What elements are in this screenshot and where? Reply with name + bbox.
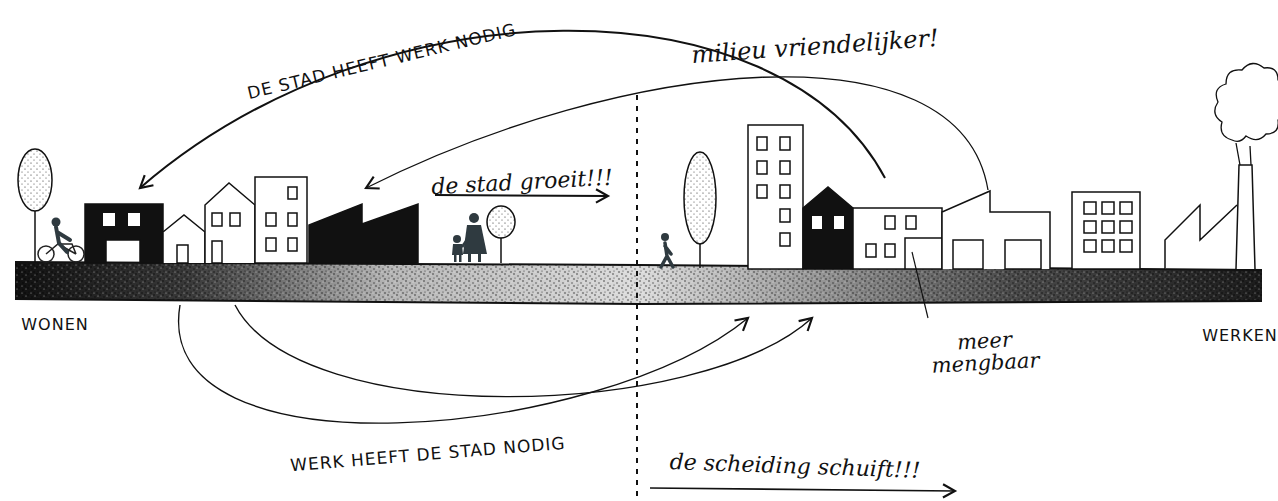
working-side-buildings-part: [699, 244, 701, 268]
living-side-buildings-part: [487, 206, 515, 238]
factory-smoke-part: [1236, 143, 1251, 165]
parent-child-figures: [452, 213, 487, 262]
flow-arrows: [140, 31, 988, 491]
working-side-buildings-part: [885, 216, 895, 229]
walking-figure-part: [661, 243, 673, 267]
flow-arrows-part: [235, 305, 812, 397]
working-side-buildings-part: [780, 185, 790, 198]
working-side-buildings-part: [834, 216, 844, 229]
leader-line: [912, 252, 928, 318]
living-side-buildings-part: [34, 211, 36, 262]
working-side-buildings-part: [1084, 202, 1096, 214]
annotation-label: WERKEN: [1202, 328, 1278, 345]
working-side-buildings-part: [953, 240, 983, 269]
working-side-buildings-part: [780, 209, 790, 222]
living-side-buildings-part: [500, 238, 502, 263]
working-side-buildings-part: [780, 137, 790, 150]
living-side-buildings-part: [309, 204, 418, 263]
living-side-buildings-part: [103, 213, 115, 226]
working-side-buildings-part: [1102, 240, 1114, 252]
living-side-buildings: [18, 149, 515, 263]
parent-child-figures-part: [461, 236, 470, 248]
living-side-buildings-part: [288, 187, 297, 199]
living-side-buildings-part: [205, 183, 255, 263]
working-side-buildings-part: [1084, 221, 1096, 233]
working-side-buildings-part: [803, 187, 853, 269]
annotation-label: DE STAD HEEFT WERK NODIG: [246, 21, 519, 103]
working-side-buildings-part: [1102, 221, 1114, 233]
working-side-buildings-part: [780, 233, 790, 246]
working-side-buildings-part: [885, 244, 895, 257]
working-side-buildings-part: [1072, 192, 1140, 269]
parent-child-figures-part: [453, 235, 461, 243]
working-side-buildings-part: [757, 161, 767, 174]
walking-figure: [661, 233, 673, 267]
divider-dashed-line-part: [636, 95, 638, 498]
parent-child-figures-part: [454, 254, 457, 262]
annotation-label: WONEN: [21, 317, 88, 334]
working-side-buildings-part: [1120, 202, 1132, 214]
cyclist-figure-part: [56, 227, 70, 252]
living-side-buildings-part: [177, 245, 188, 263]
living-side-buildings-part: [288, 238, 297, 251]
annotation-label: de scheiding schuift!!!: [669, 450, 920, 482]
working-side-buildings: [661, 63, 1278, 318]
working-side-buildings-part: [684, 152, 716, 244]
divider-dashed-line: [637, 95, 638, 498]
living-side-buildings-part: [266, 238, 276, 251]
working-side-buildings-part: [1165, 205, 1237, 269]
working-side-buildings-part: [853, 208, 942, 269]
parent-child-figures-part: [478, 253, 481, 262]
parent-child-figures-part: [468, 253, 471, 262]
working-side-buildings-part: [906, 216, 916, 229]
working-side-buildings-part: [748, 125, 803, 269]
cyclist-figure: [38, 218, 84, 263]
annotation-label: de stad groeit!!!: [431, 166, 614, 199]
living-side-buildings-part: [128, 213, 140, 226]
annotation-label: WERK HEEFT DE STAD NODIG: [290, 435, 567, 475]
working-side-buildings-part: [1102, 202, 1114, 214]
factory-smoke: [1215, 63, 1278, 165]
working-side-buildings-part: [757, 185, 767, 198]
flow-arrows-part: [650, 488, 955, 491]
living-side-buildings-part: [18, 149, 52, 211]
working-side-buildings-part: [812, 216, 822, 229]
working-side-buildings-part: [866, 244, 876, 257]
working-side-buildings-part: [1084, 240, 1096, 252]
living-side-buildings-part: [85, 204, 163, 263]
living-side-buildings-part: [212, 213, 222, 226]
factory-smoke-part: [1215, 63, 1278, 141]
parent-child-figures-part: [469, 213, 479, 223]
annotation-label: meer mengbaar: [929, 327, 1041, 377]
living-side-buildings-part: [255, 177, 307, 263]
working-side-buildings-part: [780, 161, 790, 174]
living-side-buildings-part: [163, 215, 205, 263]
working-side-buildings-part: [1236, 165, 1255, 269]
parent-child-figures-part: [459, 254, 462, 262]
living-side-buildings-part: [230, 213, 240, 226]
annotation-label: milieu vriendelijker!: [691, 26, 940, 68]
living-side-buildings-part: [288, 213, 297, 226]
working-side-buildings-part: [1120, 240, 1132, 252]
working-side-buildings-part: [1005, 240, 1041, 269]
living-side-buildings-part: [212, 241, 222, 263]
working-side-buildings-part: [1120, 221, 1132, 233]
flow-arrows-part: [179, 305, 748, 423]
living-side-buildings-part: [266, 213, 276, 226]
working-side-buildings-part: [757, 137, 767, 150]
walking-figure-part: [661, 233, 669, 241]
working-side-buildings-part: [905, 238, 942, 269]
working-side-buildings-part: [942, 191, 1050, 269]
